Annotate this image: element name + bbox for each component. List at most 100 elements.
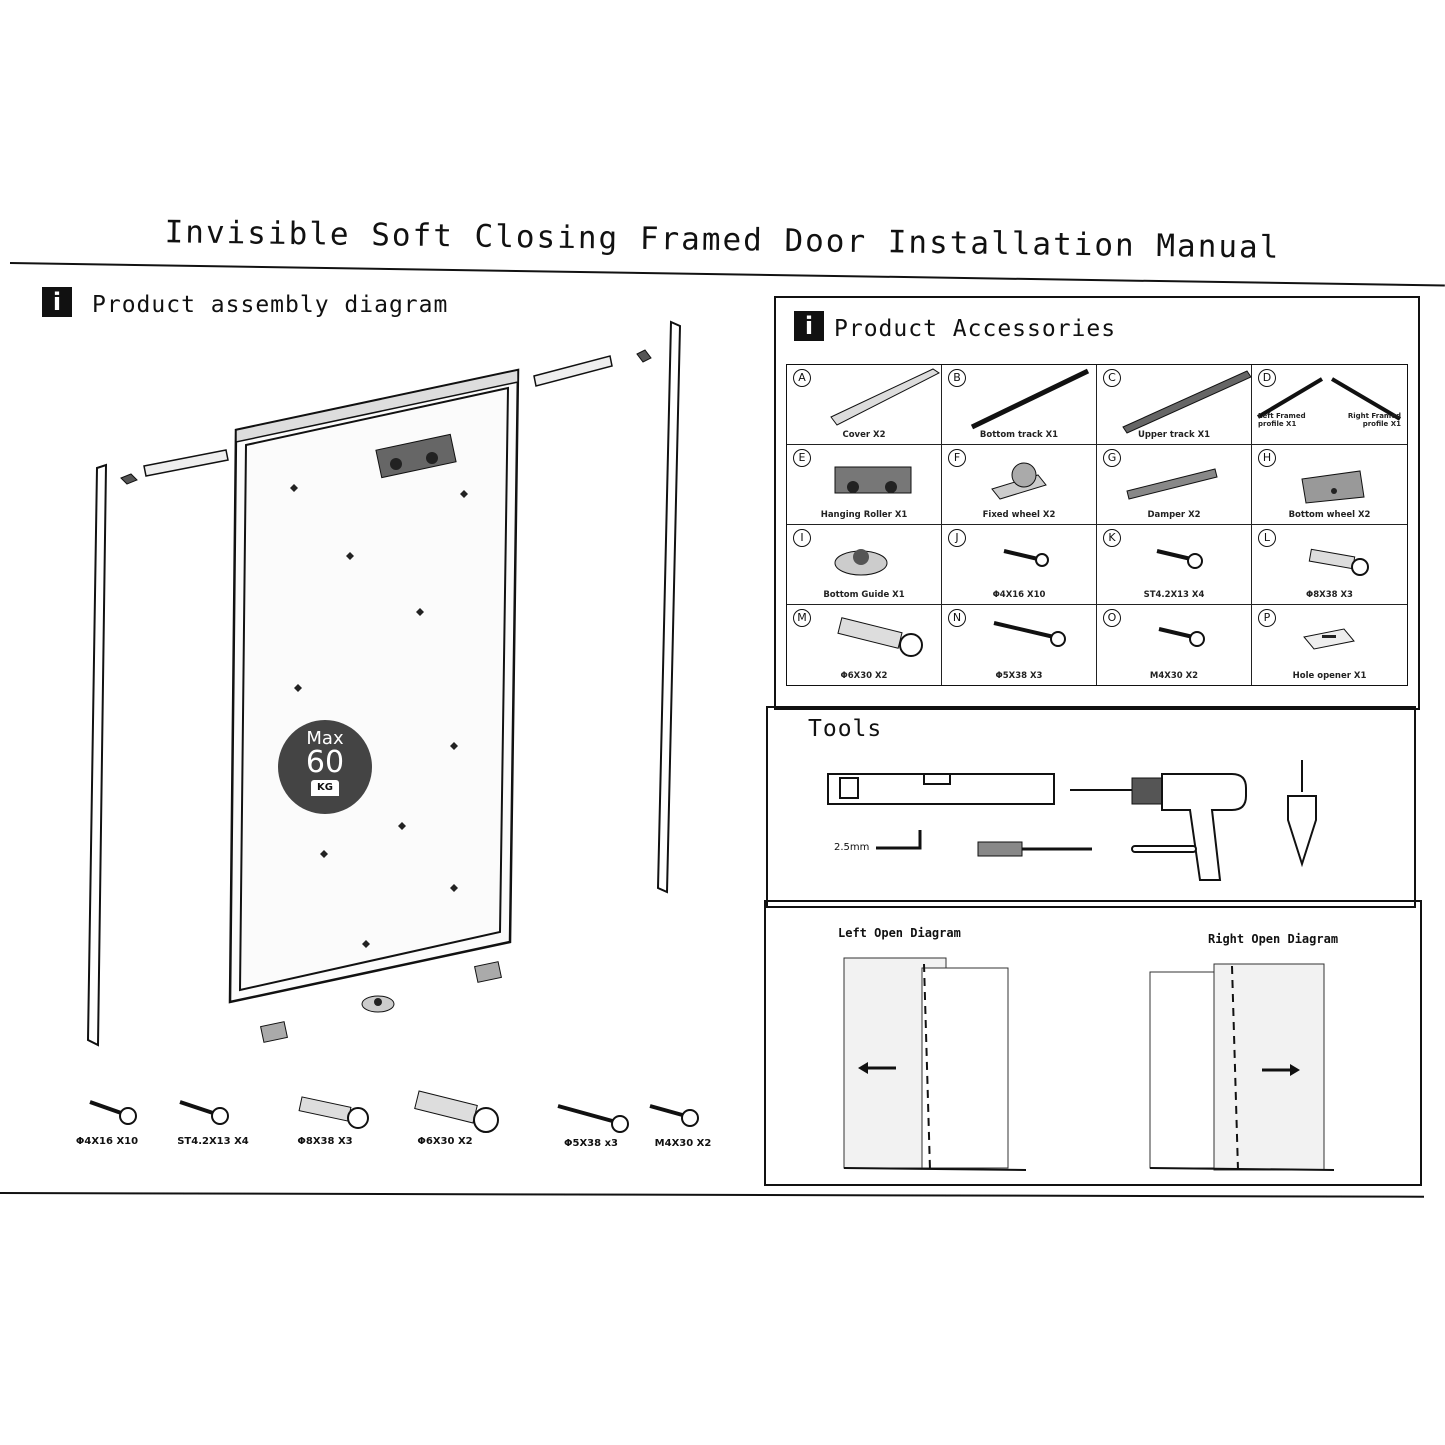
hex-key-size: 2.5mm (834, 842, 870, 853)
arrow-right-icon (1262, 1064, 1300, 1076)
plumb-bob-icon (1287, 760, 1317, 868)
accessory-label: M4X30 X2 (1149, 671, 1199, 681)
screw-label-2: ST4.2X13 X4 (177, 1136, 249, 1147)
screw-label-3: Φ8X38 X3 (297, 1136, 353, 1147)
accessory-label-2: Right Framed profile X1 (1347, 412, 1401, 428)
accessory-letter: M (793, 609, 811, 627)
max-load-label: Max (306, 728, 344, 749)
tools-drawings (827, 760, 1317, 881)
accessory-f: F Fixed wheel X2 (942, 445, 1097, 525)
bottom-rule (0, 1192, 1424, 1198)
accessory-e: E Hanging Roller X1 (787, 445, 942, 525)
right-framed-profile (656, 320, 682, 894)
accessory-label: Φ6X30 X2 (840, 671, 888, 681)
accessory-letter: G (1103, 449, 1121, 467)
hex-key-icon (876, 830, 922, 850)
anchor-icon-3 (298, 1096, 369, 1129)
accessory-letter: J (948, 529, 966, 547)
accessory-label: Bottom track X1 (979, 430, 1059, 440)
accessory-m: M Φ6X30 X2 (787, 605, 942, 685)
bottom-wheel-right (474, 961, 502, 983)
accessory-letter: N (948, 609, 966, 627)
accessory-label: Cover X2 (842, 430, 886, 440)
mounting-holes (290, 484, 468, 948)
accessory-letter: C (1103, 369, 1121, 387)
accessory-label: Hole opener X1 (1292, 671, 1367, 681)
accessory-j: J Φ4X16 X10 (942, 525, 1097, 605)
screw-label-1: Φ4X16 X10 (75, 1136, 139, 1147)
page-title: Invisible Soft Closing Framed Door Insta… (164, 214, 1281, 266)
accessory-letter: L (1258, 529, 1276, 547)
screw-icon-2 (179, 1100, 229, 1125)
end-clip-left (120, 473, 138, 485)
accessory-p: P Hole opener X1 (1252, 605, 1407, 685)
upper-track (235, 369, 519, 443)
info-badge-icon: i (42, 287, 72, 317)
accessory-letter: A (793, 369, 811, 387)
accessory-label: Hanging Roller X1 (820, 510, 908, 520)
max-load-value: 60 (305, 745, 345, 780)
accessory-label: Φ5X38 X3 (995, 671, 1043, 681)
screw-icon-1 (89, 1100, 137, 1125)
max-load-badge: Max 60 KG (278, 720, 372, 814)
accessory-k: K ST4.2X13 X4 (1097, 525, 1252, 605)
accessories-box (774, 296, 1420, 710)
accessory-letter: P (1258, 609, 1276, 627)
right-open-diagram-label: Right Open Diagram (1208, 932, 1339, 946)
cover-right (533, 355, 613, 387)
accessory-a: A Cover X2 (787, 365, 942, 445)
accessory-letter: O (1103, 609, 1121, 627)
bottom-guide (361, 995, 395, 1013)
info-badge-icon-2: i (794, 311, 824, 341)
accessory-n: N Φ5X38 X3 (942, 605, 1097, 685)
accessory-letter: I (793, 529, 811, 547)
accessory-letter: K (1103, 529, 1121, 547)
tools-section-title: Tools (808, 716, 883, 742)
door-panel-inner (238, 386, 510, 992)
assembly-section-title: Product assembly diagram (92, 292, 449, 318)
accessory-label: Fixed wheel X2 (982, 510, 1056, 520)
screw-icon-6 (649, 1104, 699, 1127)
screw-label-4: Φ6X30 X2 (417, 1136, 473, 1147)
accessory-label: Φ4X16 X10 (992, 590, 1046, 600)
screws-row (89, 1090, 699, 1133)
arrow-left-icon (858, 1062, 896, 1074)
spirit-level-icon (827, 773, 1055, 805)
accessory-letter: B (948, 369, 966, 387)
accessory-i: I Bottom Guide X1 (787, 525, 942, 605)
pencil-icon (1131, 845, 1197, 853)
assembly-diagram (86, 320, 682, 1047)
drill-icon (1070, 773, 1247, 881)
accessory-letter: E (793, 449, 811, 467)
end-clip-right (636, 349, 652, 363)
cover-left (143, 449, 229, 477)
title-underline (9, 262, 1445, 287)
left-framed-profile (86, 463, 108, 1047)
weight-icon: KG (311, 780, 339, 796)
left-open-door (843, 957, 1027, 1171)
open-diagram-box (764, 900, 1422, 1186)
accessory-letter: F (948, 449, 966, 467)
accessory-label: ST4.2X13 X4 (1143, 590, 1205, 600)
accessory-label: Bottom wheel X2 (1288, 510, 1371, 520)
accessory-label: Bottom Guide X1 (823, 590, 905, 600)
accessory-b: B Bottom track X1 (942, 365, 1097, 445)
screw-label-6: M4X30 X2 (654, 1138, 712, 1149)
accessory-o: O M4X30 X2 (1097, 605, 1252, 685)
anchor-icon-4 (414, 1090, 499, 1133)
screwdriver-icon (977, 841, 1092, 857)
accessory-g: G Damper X2 (1097, 445, 1252, 525)
left-open-diagram-label: Left Open Diagram (838, 926, 961, 940)
open-diagrams (843, 957, 1335, 1171)
tools-box (766, 706, 1416, 908)
right-open-door (1149, 963, 1335, 1171)
screw-icon-5 (557, 1104, 629, 1133)
screw-label-5: Φ5X38 x3 (564, 1138, 618, 1149)
accessory-letter: D (1258, 369, 1276, 387)
accessory-label: Damper X2 (1147, 510, 1201, 520)
